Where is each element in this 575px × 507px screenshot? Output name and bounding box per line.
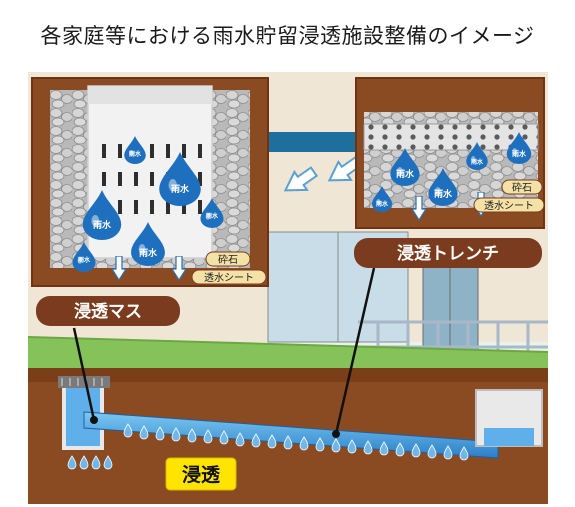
rain-label: 雨水 <box>139 247 158 259</box>
infiltration-droplets <box>67 423 469 470</box>
rain-label: 雨水 <box>171 183 190 195</box>
infiltration-basin-label: 浸透マス <box>74 301 142 322</box>
page-title: 各家庭等における雨水貯留浸透施設整備のイメージ <box>40 24 535 48</box>
rain-label: 雨水 <box>93 219 112 231</box>
rain-label: 雨水 <box>129 150 142 158</box>
rain-label: 雨水 <box>471 158 484 166</box>
permeable-sheet-tag: 透水シート <box>204 272 254 284</box>
trench-callout-line <box>334 267 376 435</box>
infiltration-badge: 浸透 <box>182 464 221 486</box>
permeable-sheet-tag: 透水シート <box>484 200 534 212</box>
rain-label: 雨水 <box>78 256 91 264</box>
rain-label: 雨水 <box>512 149 527 158</box>
infiltration-trench-label: 浸透トレンチ <box>397 243 499 264</box>
crushed-stone-tag: 砕石 <box>512 182 532 194</box>
rain-label: 雨水 <box>434 188 453 200</box>
rain-label: 雨水 <box>376 200 389 208</box>
trench-inset: 雨水 雨水 雨水 雨水 雨水 砕石 透水シート <box>355 77 545 229</box>
diagram-scene: 雨水 雨水 雨水 雨水 雨水 雨水 砕石 透水シート 浸透マス 雨水 雨水 <box>28 72 548 504</box>
basin-callout-line <box>72 327 96 421</box>
basin-inset: 雨水 雨水 雨水 雨水 雨水 雨水 砕石 透水シート <box>31 77 269 287</box>
trench-pipe <box>83 411 499 459</box>
rain-label: 雨水 <box>396 168 415 180</box>
crushed-stone-tag: 砕石 <box>218 254 238 266</box>
rain-label: 雨水 <box>206 212 219 220</box>
